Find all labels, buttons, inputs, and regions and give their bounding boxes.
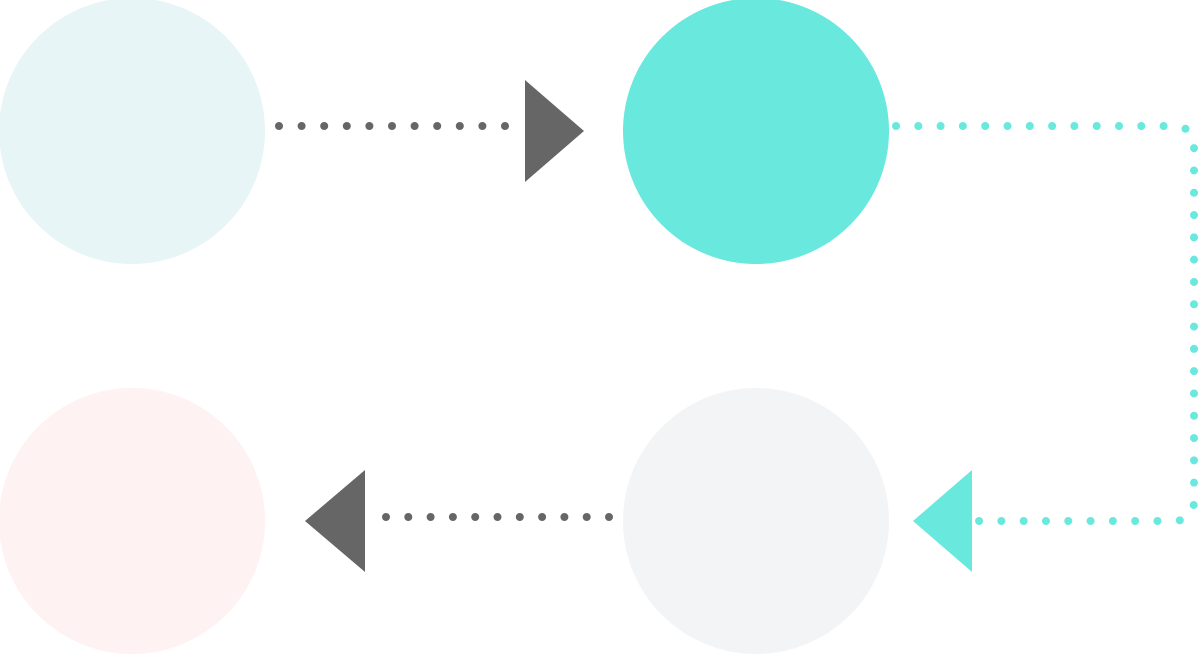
connector-top-right-to-bottom-right — [892, 122, 1198, 525]
node-top-left — [0, 0, 265, 264]
arrow-left-icon — [913, 470, 972, 572]
node-bottom-left — [0, 388, 265, 654]
node-top-right — [623, 0, 889, 264]
node-bottom-right — [623, 388, 889, 654]
arrow-right-icon — [525, 80, 584, 182]
arrow-left-icon — [305, 470, 365, 572]
